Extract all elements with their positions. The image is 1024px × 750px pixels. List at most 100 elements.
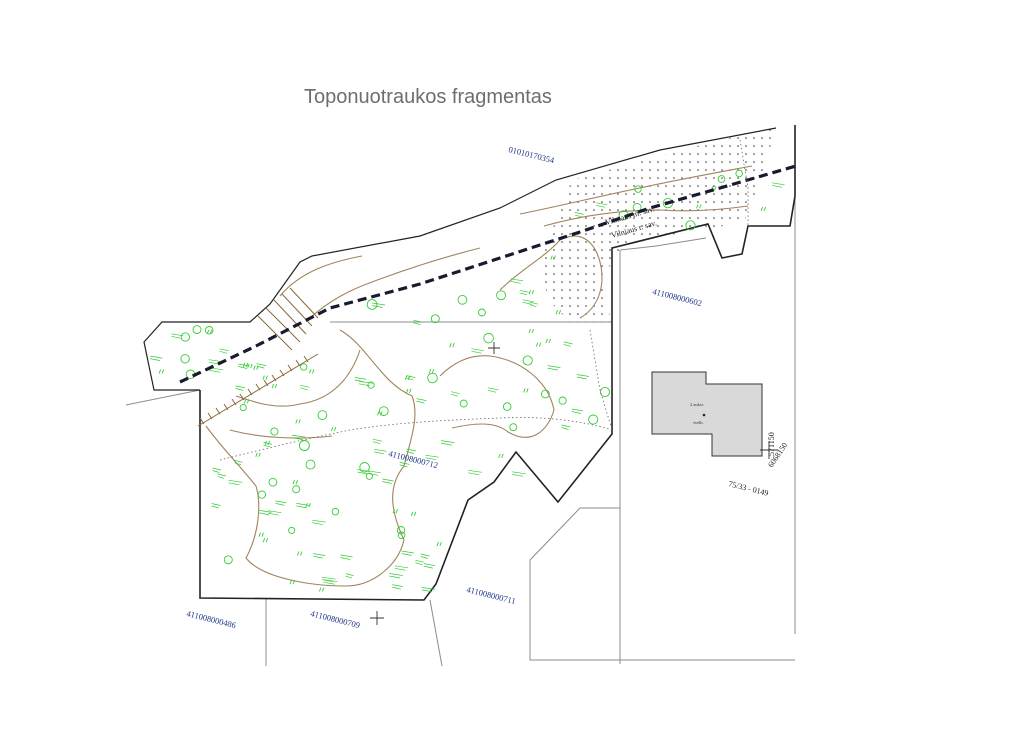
spot-height-mark — [234, 459, 243, 466]
tree-symbol — [192, 325, 202, 335]
spot-height-mark — [263, 442, 272, 448]
spot-height-mark — [312, 519, 326, 526]
spot-height-mark — [291, 434, 306, 440]
spot-height-mark — [574, 212, 584, 218]
tree-symbol — [204, 326, 214, 335]
tree-symbol — [239, 403, 247, 412]
parcel-label-354: 01010170354 — [508, 144, 557, 165]
grass-symbol — [158, 369, 165, 374]
grass-symbol — [309, 369, 315, 374]
tree-symbol — [599, 386, 611, 398]
grass-symbol — [264, 440, 271, 446]
spot-height-mark — [771, 182, 785, 188]
spot-height-mark — [345, 573, 354, 579]
parcel-label-712: 411008000712 — [388, 448, 440, 470]
spot-height-mark — [259, 510, 272, 516]
spot-height-mark — [296, 503, 309, 509]
tree-symbol — [180, 354, 190, 364]
cadastral-lines — [125, 125, 796, 667]
grass-symbol — [262, 375, 268, 380]
grass-symbol — [406, 388, 412, 393]
tree-symbol — [366, 299, 378, 310]
grass-symbol — [289, 579, 296, 585]
spot-height-mark — [211, 503, 221, 509]
spot-height-mark — [421, 587, 436, 593]
tree-symbol — [257, 490, 267, 499]
spot-height-mark — [596, 202, 608, 208]
spot-height-mark — [571, 408, 584, 414]
parcel-boundary-west — [143, 127, 777, 391]
tree-symbol — [541, 389, 550, 399]
grass-symbol — [258, 532, 264, 537]
spot-height-mark — [561, 424, 571, 430]
parcel-label-709: 411008000709 — [310, 608, 362, 630]
tree-symbol — [522, 355, 533, 366]
spot-height-mark — [440, 440, 455, 446]
spot-height-mark — [217, 473, 226, 479]
parcel-boundary — [199, 125, 796, 601]
spot-height-mark — [212, 467, 222, 473]
spot-height-mark — [423, 563, 436, 569]
grass-symbol — [545, 338, 551, 343]
tree-symbol — [430, 314, 440, 324]
spot-height-mark — [471, 348, 484, 354]
spot-height-mark — [340, 554, 353, 560]
spot-height-mark — [512, 471, 526, 477]
tree-symbol — [378, 406, 389, 416]
tree-symbol — [502, 402, 512, 411]
spot-height-mark — [394, 565, 409, 571]
grass-symbol — [428, 368, 435, 374]
grass-symbol — [392, 509, 398, 514]
tree-symbol — [477, 308, 486, 317]
tree-symbol — [397, 531, 406, 540]
tree-symbol — [300, 363, 308, 371]
spot-height-mark — [275, 500, 287, 506]
spot-height-mark — [406, 448, 416, 454]
spot-height-mark — [510, 278, 524, 284]
spot-height-mark — [372, 438, 382, 445]
building-floors-label: 2 aukst. — [690, 402, 704, 407]
grass-symbol — [206, 329, 213, 335]
tree-symbol — [483, 332, 494, 344]
spot-height-mark — [401, 550, 414, 556]
grass-symbol — [255, 452, 261, 457]
slope-hatch — [197, 287, 319, 427]
spot-height-mark — [357, 469, 370, 475]
coordinate-vertical: 571150 — [767, 432, 776, 456]
dotted-paths — [219, 139, 749, 461]
grass-symbol — [528, 289, 535, 295]
grid-cross-marks — [370, 342, 778, 625]
tree-symbol — [685, 220, 696, 231]
spot-height-mark — [468, 469, 482, 476]
map-title: Toponuotraukos fragmentas — [304, 86, 552, 108]
spot-height-mark — [420, 553, 430, 559]
tree-symbol — [305, 459, 316, 470]
tree-symbol — [317, 410, 328, 420]
grass-symbol — [436, 541, 442, 547]
tree-symbol — [223, 555, 233, 565]
spot-height-mark — [529, 301, 539, 308]
tree-symbol — [268, 477, 278, 487]
spot-height-mark — [389, 573, 403, 579]
spot-height-mark — [415, 559, 424, 566]
parcel-label-486: 411008000486 — [186, 608, 238, 630]
building — [651, 371, 763, 457]
spot-height-mark — [300, 384, 310, 391]
spot-height-mark — [238, 363, 250, 369]
spot-height-mark — [268, 510, 282, 516]
spot-height-mark — [487, 387, 499, 393]
tree-symbol — [365, 472, 373, 480]
building-use-label: viešb. — [693, 420, 704, 425]
tree-symbol — [509, 423, 518, 432]
spot-height-mark — [392, 584, 403, 590]
grass-symbol — [297, 551, 303, 556]
spot-height-mark — [150, 355, 163, 361]
grass-symbol — [330, 426, 337, 432]
grass-symbol — [555, 310, 562, 315]
spot-height-mark — [219, 348, 229, 354]
tree-symbol — [359, 462, 370, 473]
spot-height-mark — [451, 391, 460, 397]
spot-height-mark — [358, 380, 373, 387]
grass-symbol — [498, 453, 504, 459]
